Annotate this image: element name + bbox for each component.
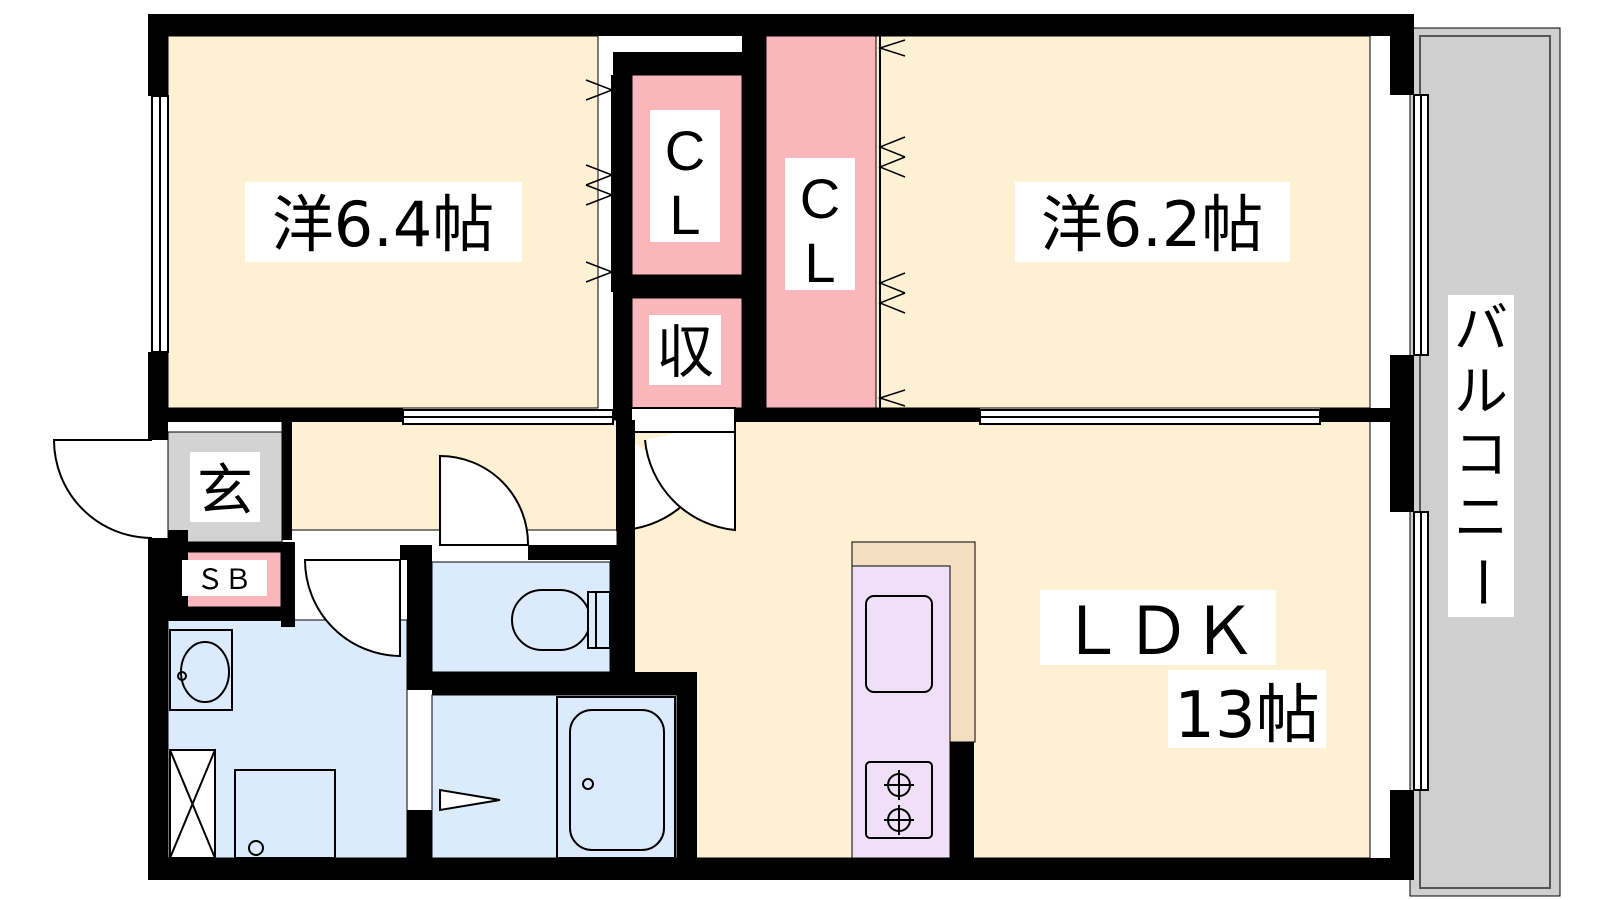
closet-left-label-top: C: [665, 119, 705, 182]
toilet-bowl: [511, 589, 591, 651]
western-room-right-label: 洋6.2帖: [1041, 188, 1264, 261]
balcony-char-5: ー: [1450, 555, 1513, 609]
doors: [52, 420, 736, 812]
closet-center-label-bottom: L: [804, 231, 835, 294]
fixtures: [169, 589, 933, 859]
storage-label: 収: [656, 318, 714, 386]
ldk-size-label: 13帖: [1174, 679, 1319, 753]
drain: [248, 840, 264, 856]
closet-door-marks: [585, 36, 906, 408]
toilet-tank: [587, 591, 611, 649]
shoe-box-label: ＳＢ: [196, 563, 252, 596]
closet-left-label-bottom: L: [669, 183, 700, 246]
western-room-left-label: 洋6.4帖: [272, 188, 495, 261]
balcony-char-4: ニ: [1454, 486, 1508, 549]
floor-fills: [167, 27, 1561, 897]
bathroom-door[interactable]: [439, 788, 501, 812]
bathtub-drain: [582, 778, 594, 790]
ldk-label: ＬＤＫ: [1059, 593, 1257, 670]
closet-center-label-top: C: [800, 167, 840, 230]
balcony-char-1: バ: [1454, 297, 1508, 360]
ldk-door-2[interactable]: [644, 420, 736, 532]
linen-shelf-x2: [169, 749, 216, 859]
balcony-char-2: ル: [1454, 360, 1508, 423]
toilet-door[interactable]: [439, 454, 530, 546]
entrance-label: 玄: [197, 459, 253, 524]
faucet: [177, 671, 187, 681]
balcony-label: バ ル コ ニ ー: [1450, 297, 1513, 609]
entrance-door[interactable]: [52, 439, 153, 539]
washroom-door[interactable]: [303, 559, 401, 658]
kitchen-sink: [865, 595, 933, 693]
balcony-char-3: コ: [1454, 423, 1508, 486]
walls: [148, 14, 1414, 880]
labels: 洋6.4帖 洋6.2帖 C L C L 収 玄 ＳＢ ＬＤＫ 13帖 バ ル コ…: [182, 110, 1514, 753]
bathtub-inner: [569, 709, 665, 851]
windows: [151, 94, 1429, 791]
